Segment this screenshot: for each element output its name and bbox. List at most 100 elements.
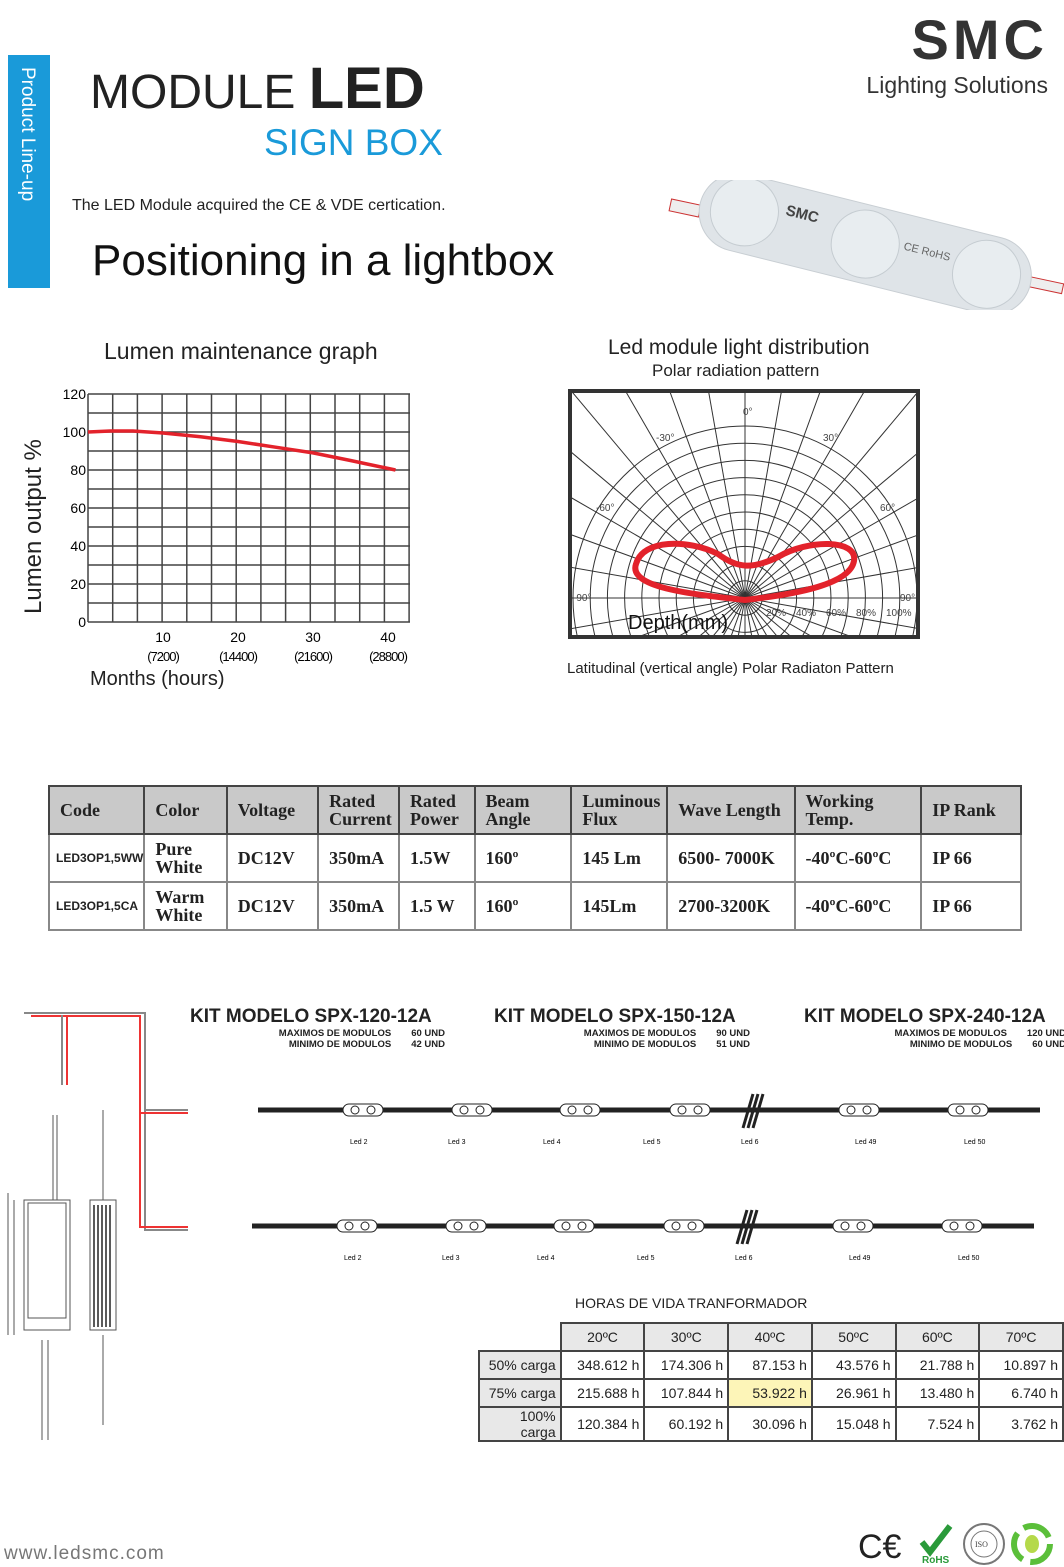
led-module: [838, 1103, 880, 1117]
header-line: Rated: [329, 791, 376, 811]
led-module: [559, 1103, 601, 1117]
polar-spoke: [669, 393, 746, 599]
led: [840, 1221, 850, 1231]
polar-spoke: [641, 597, 746, 635]
led: [856, 1221, 866, 1231]
spec-cell-temp: -40ºC-60ºC: [793, 833, 923, 883]
kit-max: 120 UND: [1026, 1028, 1064, 1039]
logo-brand: SMC: [911, 8, 1048, 71]
spec-cell-angle: 160º: [473, 833, 573, 883]
spec-cell-code: LED3OP1,5CA: [47, 881, 146, 931]
polar-grid: [572, 393, 916, 635]
module-body: [941, 1219, 983, 1233]
angle-label: 30°: [823, 433, 838, 444]
led-label: Led 2: [344, 1255, 362, 1260]
spec-cell-current: 350mA: [317, 881, 400, 931]
led-module-photo: SMC CE RoHS: [668, 180, 1064, 310]
title-bold: LED: [308, 56, 425, 121]
temp-header: 60ºC: [894, 1322, 981, 1352]
y-tick-label: 120: [63, 386, 87, 402]
header-line: Current: [329, 809, 392, 829]
header-line: IP Rank: [932, 800, 996, 820]
page-title: MODULE LED: [90, 55, 425, 122]
temp-header: 20ºC: [559, 1322, 646, 1352]
spec-cell-wave: 6500- 7000K: [666, 833, 796, 883]
led: [693, 1105, 703, 1115]
y-tick-label: 0: [78, 614, 86, 630]
life-value: 21.788 h: [894, 1350, 981, 1380]
led-label: Led 3: [442, 1255, 460, 1260]
y-tick-label: 40: [70, 538, 86, 554]
header-line: Temp.: [805, 809, 854, 829]
module-body: [669, 1103, 711, 1117]
polar-spoke: [744, 597, 849, 635]
page-subtitle: SIGN BOX: [264, 122, 443, 163]
recycle-leaf-icon: [1011, 1523, 1053, 1565]
led-module: [342, 1103, 384, 1117]
led-label: Led 5: [643, 1139, 661, 1146]
x-tick-label: 30: [305, 629, 321, 645]
kit-min-label: MINIMO DE MODULOS: [288, 1039, 392, 1050]
polar-caption: Latitudinal (vertical angle) Polar Radia…: [567, 660, 894, 677]
load-label: 75% carga: [478, 1378, 562, 1408]
x-tick-sublabel: (28800): [369, 649, 407, 664]
temp-header: 40ºC: [727, 1322, 813, 1352]
module-body: [336, 1219, 378, 1233]
spec-header-cell: Color: [143, 785, 228, 835]
smc-logo: SMC Lighting Solutions: [848, 8, 1048, 99]
angle-label: -30°: [656, 433, 674, 444]
break-mark: [746, 1093, 760, 1129]
led: [366, 1105, 376, 1115]
module-body: [663, 1219, 705, 1233]
break-mark: [745, 1209, 759, 1245]
led: [949, 1221, 959, 1231]
life-value: 3.762 h: [978, 1406, 1064, 1442]
break-mark: [741, 1093, 755, 1129]
polar-spoke: [572, 452, 746, 599]
angle-label: 90°: [900, 593, 915, 604]
life-value: 348.612 h: [559, 1350, 646, 1380]
x-tick-label: 20: [230, 629, 246, 645]
life-value: 120.384 h: [559, 1406, 646, 1442]
spec-cell-flux: 145 Lm: [570, 833, 669, 883]
polar-spoke: [744, 535, 916, 599]
header-line: Rated: [409, 791, 456, 811]
lumen-series-line: [87, 429, 396, 472]
lumen-y-label: Lumen output %: [20, 439, 47, 614]
life-value: 30.096 h: [727, 1406, 813, 1442]
kit-min: 60 UND: [1032, 1039, 1064, 1050]
module-body: [832, 1219, 874, 1233]
kit-title: KIT MODELO SPX-120-12A: [190, 1006, 432, 1027]
led-label: Led 49: [855, 1139, 877, 1146]
polar-spoke: [744, 393, 916, 599]
spec-cell-voltage: DC12V: [225, 881, 320, 931]
led-label: Led 5: [637, 1255, 655, 1260]
led: [955, 1105, 965, 1115]
life-value: 43.576 h: [810, 1350, 897, 1380]
led-label: Led 4: [537, 1255, 555, 1260]
pct-label: 100%: [886, 608, 912, 619]
spec-cell-current: 350mA: [317, 833, 400, 883]
module-body: [559, 1103, 601, 1117]
kit-max-label: MAXIMOS DE MODULOS: [583, 1028, 697, 1039]
svg-text:C€: C€: [858, 1528, 902, 1566]
kit-spx-150: KIT MODELO SPX-150-12A MAXIMOS DE MODULO…: [494, 1006, 750, 1050]
led: [862, 1105, 872, 1115]
website-link[interactable]: www.ledsmc.com: [4, 1543, 165, 1564]
title-light: MODULE: [90, 66, 296, 119]
x-tick-sublabel: (14400): [219, 649, 257, 664]
polar-title: Led module light distribution: [608, 336, 870, 359]
iso-icon: ISO: [963, 1523, 1005, 1565]
life-value: 87.153 h: [727, 1350, 813, 1380]
life-value: 13.480 h: [894, 1378, 981, 1408]
polar-spoke: [572, 497, 746, 599]
life-value: 107.844 h: [643, 1378, 730, 1408]
